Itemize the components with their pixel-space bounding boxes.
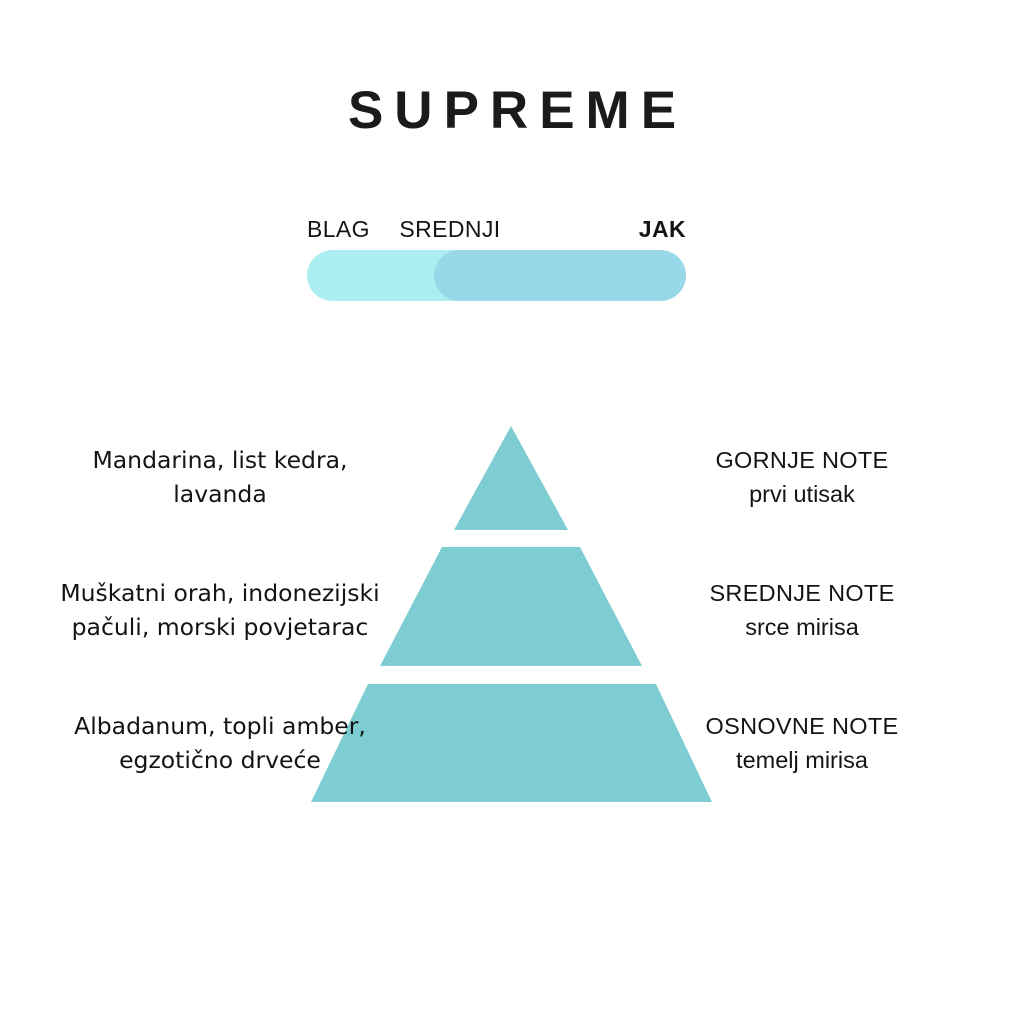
middle-notes-subtitle: srce mirisa: [745, 614, 859, 640]
note-row-base-left: Albadanum, topli amber, egzotično drveće: [20, 709, 420, 793]
note-row-top-right: GORNJE NOTE prvi utisak: [600, 443, 1004, 527]
base-notes-ingredients: Albadanum, topli amber, egzotično drveće: [20, 709, 420, 777]
middle-notes-ingredients-line1: Muškatni orah, indonezijski: [60, 579, 380, 607]
base-notes-subtitle: temelj mirisa: [736, 747, 868, 773]
pyramid-tier-top-shape: [454, 426, 568, 530]
base-notes-ingredients-line2: egzotično drveće: [119, 746, 321, 774]
base-notes-ingredients-line1: Albadanum, topli amber,: [74, 712, 366, 740]
intensity-scale-track[interactable]: [307, 250, 686, 301]
intensity-label-srednji[interactable]: SREDNJI: [399, 216, 501, 242]
note-row-middle-left: Muškatni orah, indonezijski pačuli, mors…: [20, 576, 420, 660]
top-notes-ingredients-line1: Mandarina, list kedra,: [92, 446, 348, 474]
pyramid-tier-middle-shape: [380, 547, 642, 666]
top-notes-title: GORNJE NOTE: [715, 447, 889, 473]
intensity-label-blag[interactable]: BLAG: [307, 216, 370, 242]
note-row-base-right: OSNOVNE NOTE temelj mirisa: [600, 709, 1004, 793]
intensity-scale: BLAG SREDNJI JAK: [307, 214, 686, 304]
intensity-bar-strong: [434, 250, 686, 301]
note-row-top-left: Mandarina, list kedra, lavanda: [20, 443, 420, 527]
note-pyramid-graphic: [290, 415, 734, 815]
note-row-middle-right: SREDNJE NOTE srce mirisa: [600, 576, 1004, 660]
base-notes-title: OSNOVNE NOTE: [705, 713, 899, 739]
top-notes-label: GORNJE NOTE prvi utisak: [600, 443, 1004, 511]
top-notes-ingredients-line2: lavanda: [173, 480, 267, 508]
middle-notes-label: SREDNJE NOTE srce mirisa: [600, 576, 1004, 644]
pyramid-tier-base-shape: [311, 684, 712, 802]
base-notes-label: OSNOVNE NOTE temelj mirisa: [600, 709, 1004, 777]
middle-notes-ingredients: Muškatni orah, indonezijski pačuli, mors…: [20, 576, 420, 644]
top-notes-subtitle: prvi utisak: [749, 481, 855, 507]
intensity-scale-labels: BLAG SREDNJI JAK: [307, 214, 686, 244]
top-notes-ingredients: Mandarina, list kedra, lavanda: [20, 443, 420, 511]
page-title: SUPREME: [347, 81, 688, 140]
intensity-label-jak[interactable]: JAK: [638, 216, 686, 242]
middle-notes-ingredients-line2: pačuli, morski povjetarac: [71, 613, 369, 641]
middle-notes-title: SREDNJE NOTE: [709, 580, 895, 606]
